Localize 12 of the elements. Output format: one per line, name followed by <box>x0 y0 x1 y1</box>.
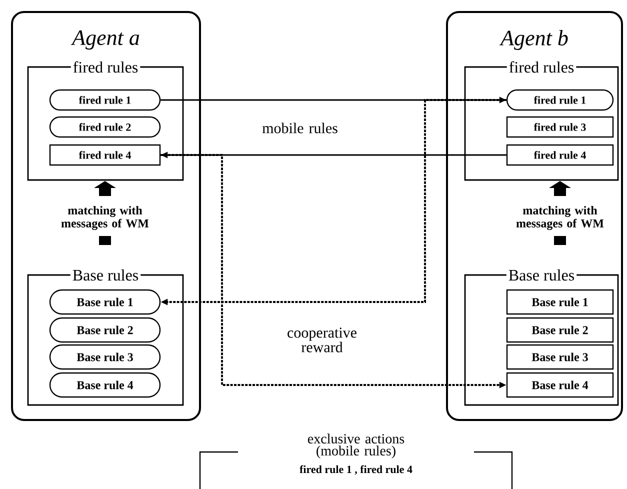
matching-text: matching with messages of WM <box>61 206 149 230</box>
rule-pill: Base rule 2 <box>49 317 161 343</box>
rule-pill: Base rule 3 <box>49 344 161 370</box>
caption-text: mobile rules <box>262 122 338 134</box>
rule-pill: fired rule 2 <box>49 116 161 138</box>
rule-pill: fired rule 1 <box>49 89 161 111</box>
rule-pill: Base rule 4 <box>49 372 161 398</box>
matching-text: matching with messages of WM <box>516 206 604 230</box>
rule-pill: Base rule 1 <box>49 289 161 315</box>
rule-pill: fired rule 1 <box>506 89 614 111</box>
bracket-box: exclusive actions (mobile rules) fired rule 1 , fired rule 4 <box>199 434 513 489</box>
caption-text: cooperative reward <box>288 328 356 352</box>
